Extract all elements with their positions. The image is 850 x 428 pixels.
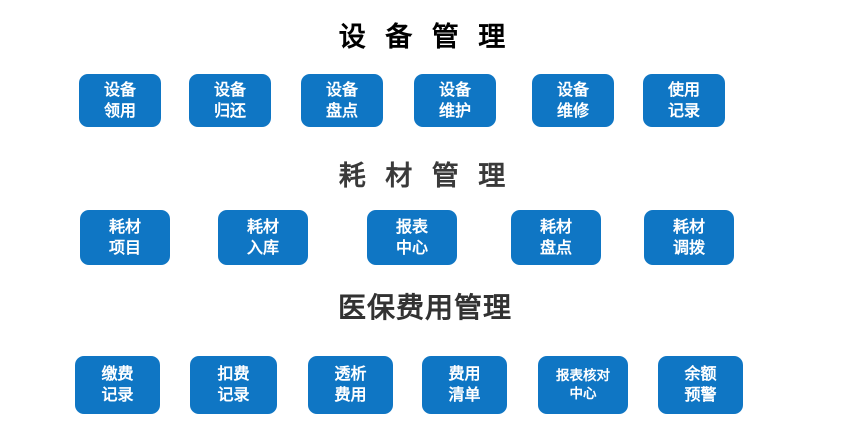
btn-payment-records[interactable]: 缴费 记录	[75, 356, 160, 414]
section-title-consumables-management: 耗 材 管 理	[338, 161, 512, 191]
btn-device-maintenance[interactable]: 设备 维护	[414, 74, 496, 127]
btn-consumable-items[interactable]: 耗材 项目	[80, 210, 170, 265]
btn-report-center[interactable]: 报表 中心	[367, 210, 457, 265]
btn-deduction-records[interactable]: 扣费 记录	[190, 356, 277, 414]
btn-report-check-center[interactable]: 报表核对 中心	[538, 356, 628, 414]
btn-balance-alert[interactable]: 余额 预警	[658, 356, 743, 414]
section-title-insurance-fee-management: 医保费用管理	[337, 292, 512, 323]
btn-consumable-inbound[interactable]: 耗材 入库	[218, 210, 308, 265]
btn-device-return[interactable]: 设备 归还	[189, 74, 271, 127]
btn-fee-list[interactable]: 费用 清单	[422, 356, 507, 414]
btn-dialysis-fees[interactable]: 透析 费用	[308, 356, 393, 414]
btn-device-checkout[interactable]: 设备 领用	[79, 74, 161, 127]
btn-device-inventory[interactable]: 设备 盘点	[301, 74, 383, 127]
btn-consumable-inventory[interactable]: 耗材 盘点	[511, 210, 601, 265]
btn-consumable-transfer[interactable]: 耗材 调拨	[644, 210, 734, 265]
btn-device-repair[interactable]: 设备 维修	[532, 74, 614, 127]
section-title-equipment-management: 设 备 管 理	[338, 22, 512, 52]
btn-usage-records[interactable]: 使用 记录	[643, 74, 725, 127]
